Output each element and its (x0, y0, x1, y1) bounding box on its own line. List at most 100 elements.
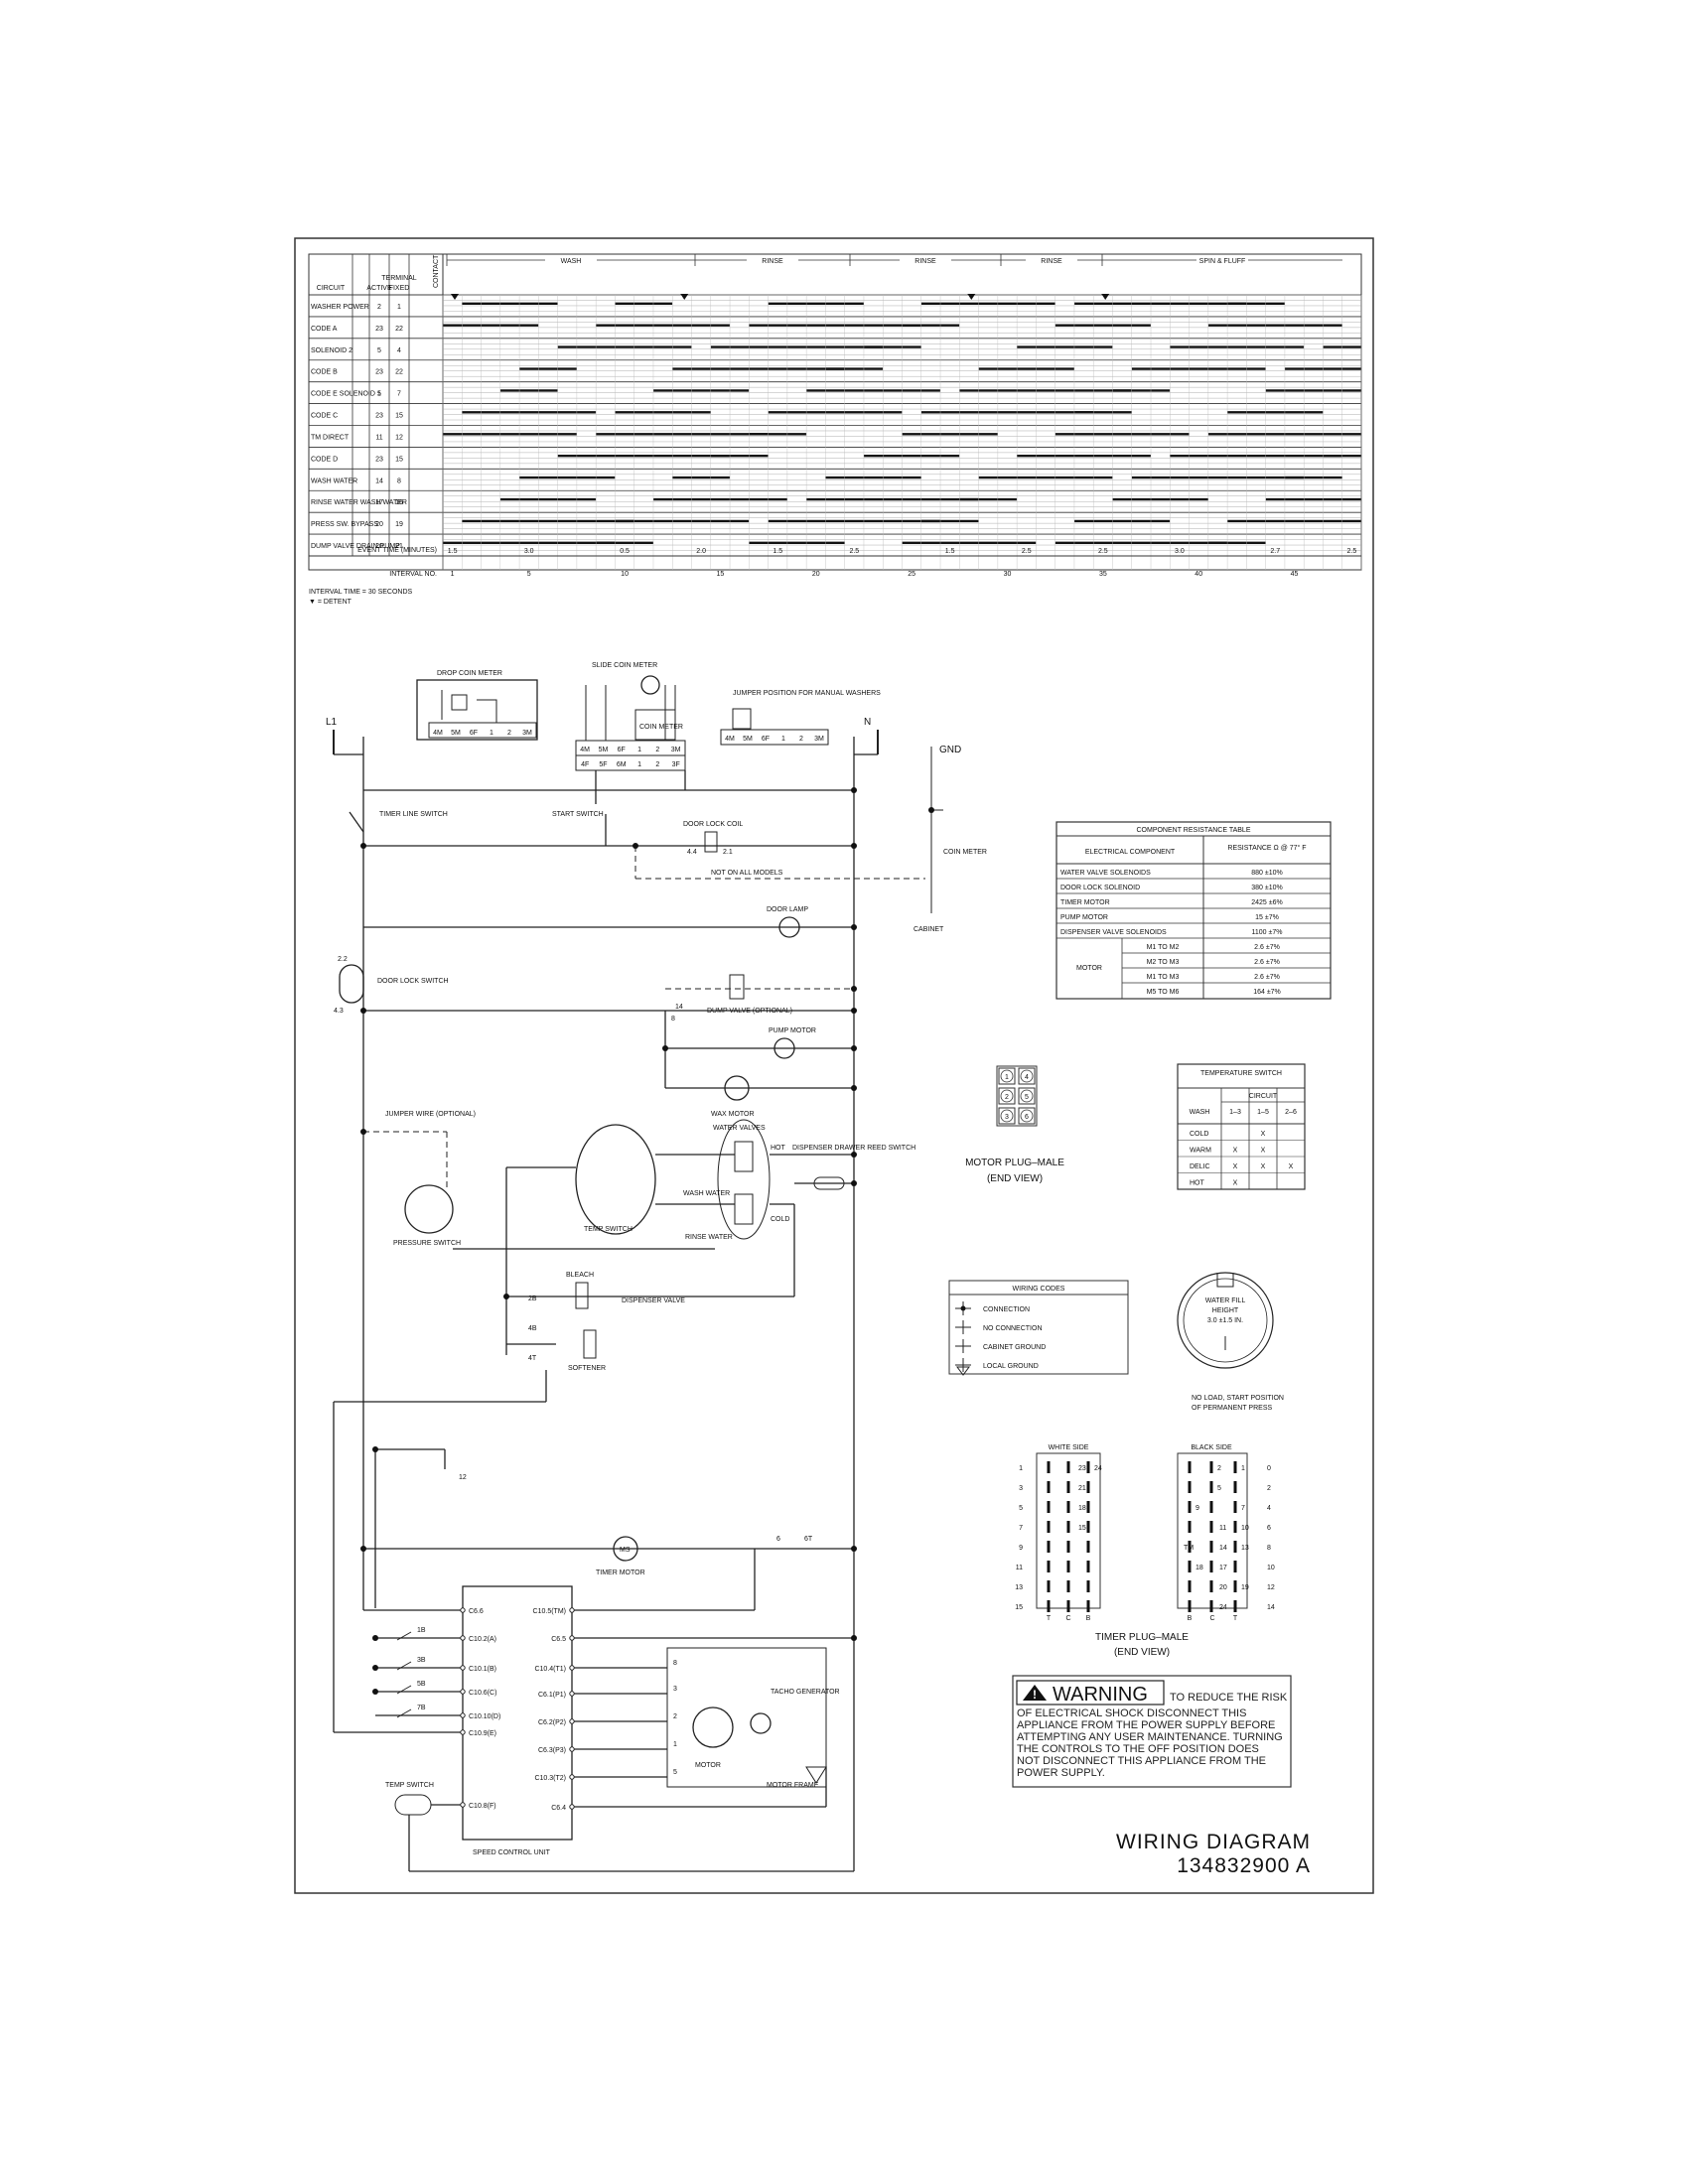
chart-header-fixed: FIXED (389, 285, 410, 292)
circuit-active-terminal: 23 (375, 369, 383, 376)
motor-plug-body (996, 1065, 1038, 1127)
scu-left-terminal: C10.6(C) (469, 1690, 496, 1697)
warning-line: NOT DISCONNECT THIS APPLIANCE FROM THE (1017, 1755, 1266, 1767)
terminal-label: 1 (637, 747, 641, 753)
scu-terminal (460, 1729, 466, 1735)
event-time: 2.5 (1346, 548, 1356, 555)
scu-right-terminal: C6.3(P3) (538, 1747, 566, 1754)
door-lamp-label: DOOR LAMP (767, 906, 808, 913)
timer-plug-black-pin (1233, 1541, 1237, 1553)
circuit-active-terminal: 2 (377, 304, 381, 311)
timer-plug-white-pin (1066, 1580, 1070, 1592)
terminal-label: 5M (743, 736, 753, 743)
timer-plug-left-number: 7 (1019, 1525, 1023, 1532)
not-on-all-models-label: NOT ON ALL MODELS (711, 870, 783, 877)
terminal-label: 3M (814, 736, 824, 743)
event-time: 2.5 (1098, 548, 1108, 555)
timer-plug-black-pin-number: 19 (1241, 1584, 1249, 1591)
rinse-water-label: RINSE WATER (685, 1234, 733, 1241)
scu-terminal (460, 1607, 466, 1613)
event-time: 2.7 (1270, 548, 1280, 555)
timer-plug-white-pin (1086, 1561, 1090, 1572)
motor-plug-pin (1018, 1067, 1036, 1085)
scu-right-terminal: C6.2(P2) (538, 1719, 566, 1726)
scu-terminal (460, 1689, 466, 1695)
scu-right-terminal: C6.4 (551, 1805, 566, 1812)
timer-plug-bottom-white: C (1065, 1615, 1070, 1622)
circuit-fixed-terminal: 8 (397, 478, 401, 484)
timer-plug-black-pin (1233, 1580, 1237, 1592)
timer-plug-black-pin (1209, 1481, 1213, 1493)
resistance-component: TIMER MOTOR (1060, 899, 1110, 906)
terminal-label: 4M (433, 730, 443, 737)
motor-frame-label: MOTOR FRAME (767, 1782, 819, 1789)
temp-table-mark: X (1233, 1180, 1238, 1187)
scu-terminal (460, 1802, 466, 1808)
phase-label-bg (1026, 255, 1077, 264)
interval-number: 45 (1291, 571, 1299, 578)
hot-label: HOT (771, 1145, 786, 1152)
schematic (333, 675, 943, 1872)
temp-table-row-name: COLD (1190, 1131, 1208, 1138)
terminal-label: 3F (672, 761, 680, 768)
timer-plug-bottom-black: C (1209, 1615, 1214, 1622)
circuit-name: CODE B (311, 369, 338, 376)
event-time: 1.5 (448, 548, 458, 555)
timer-plug-black-pin-number: TM (1184, 1545, 1194, 1552)
circuit-active-terminal: 20 (375, 543, 383, 550)
circuit-fixed-terminal: 22 (395, 369, 403, 376)
temp-table-mark: X (1261, 1131, 1266, 1138)
timer-plug-left-number: 1 (1019, 1465, 1023, 1472)
door-lock-coil-label: DOOR LOCK COIL (683, 821, 743, 828)
resistance-component: DOOR LOCK SOLENOID (1060, 885, 1140, 891)
detent-marker-icon (967, 294, 976, 300)
temp-table-col: 1–3 (1229, 1109, 1241, 1116)
timer-plug-right-number: 6 (1267, 1525, 1271, 1532)
slide-coin-meter-label: SLIDE COIN METER (592, 662, 657, 669)
temp-switch-bottom (394, 1794, 432, 1816)
temp-table-mark: X (1289, 1163, 1294, 1170)
event-time: 1.5 (773, 548, 782, 555)
event-time: 3.0 (524, 548, 534, 555)
motor-plug-pin (998, 1067, 1016, 1085)
event-time: 2.5 (1022, 548, 1032, 555)
ms-label: MS (620, 1547, 631, 1554)
timer-plug-white-pin (1047, 1580, 1051, 1592)
motor-plug-pin (998, 1107, 1016, 1125)
black-side-label: BLACK SIDE (1191, 1444, 1232, 1451)
timer-plug-black-pin (1233, 1461, 1237, 1473)
resistance-motor-value: 164 ±7% (1253, 989, 1281, 996)
timer-plug-bottom-black: T (1233, 1615, 1238, 1622)
chart-header-contact: CONTACT (433, 254, 440, 288)
schematic-labels: L1 N GND DROP COIN METER SLIDE COIN METE… (326, 662, 987, 1856)
pin-2-1: 2.1 (723, 849, 733, 856)
resistance-component: PUMP MOTOR (1060, 914, 1108, 921)
switch-number: 5B (417, 1681, 426, 1688)
motor-terminal-number: 3 (673, 1686, 677, 1693)
terminal-label: 2 (655, 761, 659, 768)
scu-terminal (460, 1665, 466, 1671)
pin-14: 14 (675, 1004, 683, 1011)
phase-label: RINSE (1041, 258, 1062, 265)
water-fill-tub (1177, 1272, 1274, 1369)
scu-right-terminals: C10.5(TM)C6.5C10.4(T1)C6.1(P1)C6.2(P2)C6… (533, 1607, 575, 1812)
terminal-label: 5M (599, 747, 609, 753)
resistance-motor-pair: M1 TO M2 (1147, 944, 1180, 951)
temp-switch-label: TEMP SWITCH (584, 1226, 633, 1233)
timer-plug-white-pin (1086, 1501, 1090, 1513)
timer-plug-right-number: 12 (1267, 1584, 1275, 1591)
timer-plug-black-pin (1209, 1600, 1213, 1612)
tacho-generator-label: TACHO GENERATOR (771, 1689, 840, 1696)
door-lock-switch (339, 964, 364, 1004)
motor-terminal-number: 5 (673, 1769, 677, 1776)
pin-6: 6 (776, 1536, 780, 1543)
timer-plug-black-pin (1233, 1481, 1237, 1493)
wiring-code-label: LOCAL GROUND (983, 1363, 1039, 1370)
timer-chart: TERMINAL CIRCUIT ACTIVE FIXED CONTACT WA… (308, 253, 1362, 606)
